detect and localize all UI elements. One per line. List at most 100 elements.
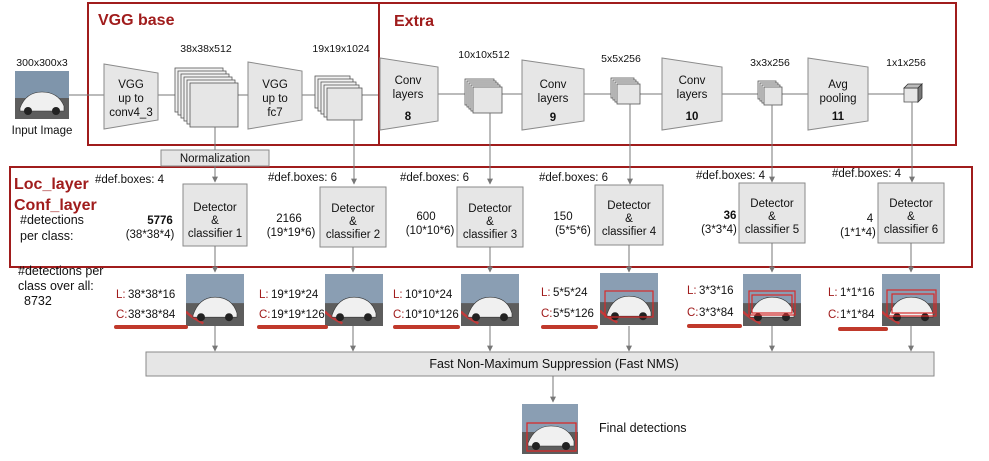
- conf-value: 3*3*84: [699, 307, 734, 319]
- feature-size-label: 5x5x256: [601, 53, 641, 65]
- output-labels-2: L: 19*19*24 C: 19*19*126: [257, 289, 328, 329]
- detection-thumbnail: [600, 273, 658, 325]
- detector-label-1: Detector: [468, 203, 512, 215]
- feature-map-layer: [189, 82, 239, 128]
- detections-overall-value: 8732: [24, 294, 52, 308]
- conf-value: 5*5*126: [553, 308, 594, 320]
- bounding-box: [886, 289, 937, 317]
- feature-map-layer: [763, 86, 783, 106]
- loc-value: 10*10*24: [405, 289, 453, 301]
- block-label-line2: layers: [393, 89, 424, 101]
- detector-classifier-box: [456, 186, 524, 248]
- detection-thumbnail: [186, 274, 244, 326]
- detection-count: 4: [867, 213, 874, 225]
- final-detection-image: [522, 404, 578, 454]
- def-boxes-label: #def.boxes: 6: [268, 172, 337, 184]
- block-label-line1: VGG: [262, 79, 288, 91]
- feature-size-label: 10x10x512: [458, 49, 510, 61]
- conf-prefix: C:: [828, 309, 840, 321]
- conf-prefix: C:: [393, 309, 405, 321]
- vertical-connectors: [212, 102, 915, 185]
- output-labels-4: L: 5*5*24 C: 5*5*126: [541, 287, 598, 329]
- detector-classifier-box: [877, 182, 945, 244]
- loc-prefix: L:: [541, 287, 551, 299]
- block-label-line2: up to: [262, 93, 288, 105]
- feature-map-layer: [616, 83, 641, 105]
- def-boxes-label: #def.boxes: 6: [539, 172, 608, 184]
- block-avg-pooling-11: Avg pooling 11: [807, 57, 869, 131]
- block-label-line2: pooling: [819, 93, 856, 105]
- loc-prefix: L:: [116, 289, 126, 301]
- loc-layer-title: Loc_layer: [14, 176, 89, 193]
- output-labels-6: L: 1*1*16 C: 1*1*84: [828, 287, 888, 331]
- final-detections-label: Final detections: [599, 421, 687, 435]
- conf-value: 1*1*84: [840, 309, 875, 321]
- block-label-line1: Conv: [679, 75, 706, 87]
- block-label-line2: up to: [118, 93, 144, 105]
- detection-formula: (38*38*4): [126, 229, 175, 241]
- detector-label-2: &: [625, 213, 633, 225]
- detector-label-3: classifier 5: [745, 224, 799, 236]
- thumbnail-to-nms-connectors: [212, 326, 914, 352]
- feature-size-label: 38x38x512: [180, 43, 232, 55]
- feature-map-stack-1x1x256: [903, 83, 923, 103]
- output-labels-3: L: 10*10*24 C: 10*10*126: [393, 289, 460, 329]
- conf-prefix: C:: [116, 309, 128, 321]
- block-label-line1: Avg: [828, 79, 848, 91]
- output-labels-1: L: 38*38*16 C: 38*38*84: [114, 289, 188, 329]
- detector-column-4: #def.boxes: 6 Detector & classifier 4 15…: [539, 172, 664, 246]
- detection-thumbnail: [461, 274, 519, 326]
- input-image: [15, 71, 69, 119]
- detection-thumbnail: [325, 274, 383, 326]
- detector-label-3: classifier 2: [326, 229, 380, 241]
- detector-to-thumbnail-connectors: [212, 243, 914, 273]
- conf-value: 38*38*84: [128, 309, 176, 321]
- feature-map-stack-10x10x512: [464, 78, 503, 114]
- block-label-line2: layers: [538, 93, 569, 105]
- block-number: 8: [405, 111, 412, 123]
- input-size-label: 300x300x3: [16, 57, 68, 69]
- loc-value: 1*1*16: [840, 287, 875, 299]
- loc-value: 19*19*24: [271, 289, 319, 301]
- input-image-label: Input Image: [12, 125, 73, 137]
- detector-label-3: classifier 4: [602, 226, 657, 238]
- block-number: 10: [686, 111, 699, 123]
- feature-size-label: 1x1x256: [886, 57, 926, 69]
- detection-formula: (10*10*6): [406, 225, 455, 237]
- detector-column-1: #def.boxes: 4 Detector & classifier 1 57…: [95, 174, 248, 247]
- block-label-line1: VGG: [118, 79, 144, 91]
- detector-label-2: &: [486, 216, 494, 228]
- detector-label-1: Detector: [607, 200, 651, 212]
- detection-formula: (1*1*4): [840, 227, 876, 239]
- detector-label-2: &: [211, 215, 219, 227]
- block-vgg-fc7: VGG up to fc7: [247, 61, 303, 130]
- detection-count: 150: [553, 211, 572, 223]
- detector-column-6: #def.boxes: 4 Detector & classifier 6 4 …: [832, 168, 945, 244]
- bounding-box: [604, 290, 654, 318]
- conf-prefix: C:: [541, 308, 553, 320]
- extra-frame: [378, 2, 957, 146]
- block-conv-layers-9: Conv layers 9: [521, 59, 585, 131]
- conf-layer-title: Conf_layer: [14, 197, 97, 214]
- block-number: 9: [550, 112, 556, 124]
- feature-map-layer: [472, 86, 503, 114]
- conf-value: 10*10*126: [405, 309, 459, 321]
- feature-map-layer: [326, 87, 363, 121]
- detection-formula: (5*5*6): [555, 225, 591, 237]
- loc-prefix: L:: [828, 287, 838, 299]
- conf-prefix: C:: [259, 309, 271, 321]
- output-labels-5: L: 3*3*16 C: 3*3*84: [687, 285, 742, 328]
- vgg-base-title: VGG base: [98, 12, 175, 29]
- detector-classifier-box: [182, 183, 248, 247]
- detection-count: 36: [724, 210, 737, 222]
- block-label-line1: Conv: [540, 79, 567, 91]
- detector-label-2: &: [768, 211, 776, 223]
- block-label-line3: fc7: [267, 107, 282, 119]
- feature-map-layer: [903, 87, 919, 103]
- detection-formula: (19*19*6): [267, 227, 316, 239]
- normalization-label: Normalization: [180, 153, 250, 165]
- detector-label-3: classifier 6: [884, 224, 938, 236]
- detector-column-2: #def.boxes: 6 Detector & classifier 2 21…: [267, 172, 387, 248]
- bounding-box: [891, 293, 935, 314]
